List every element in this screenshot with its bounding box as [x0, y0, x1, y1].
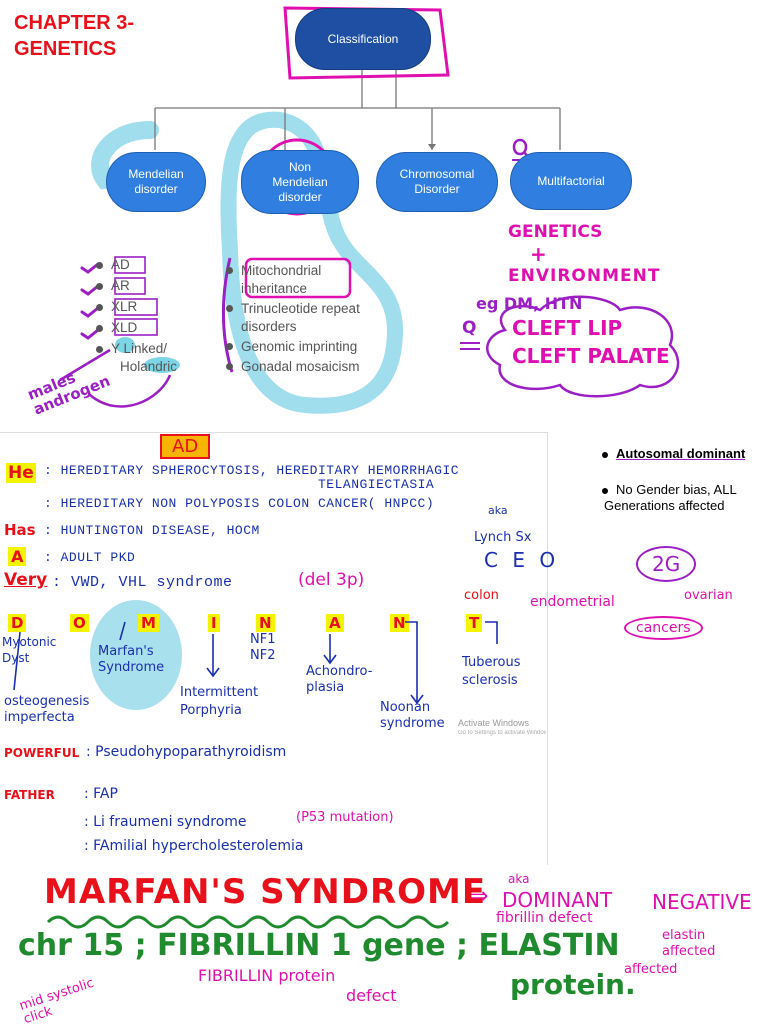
- myotonic: Myotonic Dyst: [2, 635, 57, 665]
- mnemonic-very: Very: [4, 570, 48, 590]
- he-line1b: TELANGIECTASIA: [318, 477, 435, 492]
- bullet-autosomal: Autosomal dominant: [602, 446, 754, 462]
- non-mendelian-item: Genomic imprinting: [226, 338, 396, 356]
- chapter-title: CHAPTER 3- GENETICS: [14, 10, 134, 62]
- note-lynch: Lynch Sx: [474, 530, 532, 545]
- note-q: Q: [462, 318, 477, 338]
- has-line: : HUNTINGTON DISEASE, HOCM: [44, 523, 260, 538]
- dominant-letter-o: O: [70, 614, 89, 632]
- dominant-letter-m: M: [138, 614, 159, 632]
- chapter-title-line1: CHAPTER 3-: [14, 12, 135, 34]
- node-mendelian: Mendelian disorder: [106, 152, 206, 212]
- mendelian-item: AD: [96, 256, 177, 274]
- non-mendelian-item: Gonadal mosaicism: [226, 358, 396, 376]
- father-p53: (P53 mutation): [296, 810, 394, 825]
- mendelian-item: XLD: [96, 319, 177, 337]
- mnemonic-powerful: POWERFUL: [4, 746, 80, 760]
- note-eg: eg DM, HTN: [476, 294, 583, 313]
- dominant-letter-n2: N: [390, 614, 409, 632]
- dominant-arrows: [13, 621, 498, 705]
- note-ceo: C E O: [484, 548, 560, 572]
- note-cancers: cancers: [624, 616, 703, 640]
- watermark: Activate Windows: [458, 718, 530, 728]
- note-genetics: GENETICS: [508, 222, 603, 242]
- dominant-letter-n1: N: [256, 614, 275, 632]
- intermittent-porphyria: Intermittent Porphyria: [180, 685, 259, 718]
- note-environment: ENVIRONMENT: [508, 266, 661, 286]
- bullet-no-gender-bias: No Gender bias, ALL Generations affected: [602, 482, 737, 513]
- bottom-dominant: DOMINANT: [502, 888, 613, 912]
- very-note: (del 3p): [298, 570, 365, 590]
- a-line: : ADULT PKD: [44, 550, 136, 565]
- note-cleft-lip: CLEFT LIP: [512, 316, 623, 340]
- mnemonic-father: FATHER: [4, 788, 55, 802]
- note-colon: colon: [464, 588, 499, 603]
- marfan-highlight: [90, 600, 182, 710]
- neurofibromatosis: NF1 NF2: [250, 632, 276, 663]
- node-chromosomal: Chromosomal Disorder: [376, 152, 498, 212]
- node-multifactorial: Multifactorial: [510, 152, 632, 210]
- mendelian-item-cont: Holandric: [120, 359, 178, 374]
- mnemonic-he: He: [6, 463, 36, 483]
- note-aka: aka: [488, 504, 508, 517]
- bottom-fibrillin-protein: FIBRILLIN protein: [198, 966, 336, 985]
- mnemonic-a: A: [8, 547, 27, 566]
- chr15-line: chr 15 ; FIBRILLIN 1 gene ; ELASTIN: [18, 928, 620, 963]
- powerful-line: : Pseudohypoparathyroidism: [86, 744, 287, 760]
- father-familial: : FAmilial hypercholesterolemia: [84, 838, 304, 854]
- marfan-underline: [46, 915, 450, 929]
- badge-2g: 2G: [636, 546, 697, 582]
- bottom-protein: protein.: [510, 968, 636, 1001]
- non-mendelian-list: Mitochondrial inheritance Trinucleotide …: [226, 262, 396, 376]
- mendelian-list: AD AR XLR XLD Y Linked/ Holandric: [96, 256, 177, 376]
- bottom-aka: aka: [508, 872, 530, 886]
- watermark-sub: Go to Settings to activate Windows.: [458, 730, 546, 736]
- mendelian-item: Y Linked/: [96, 340, 177, 358]
- marfan-syndrome: Marfan's Syndrome: [98, 644, 165, 675]
- dominant-letter-a: A: [326, 614, 344, 632]
- non-mendelian-item: Trinucleotide repeat disorders: [226, 300, 396, 336]
- non-mendelian-item: Mitochondrial inheritance: [226, 262, 396, 298]
- mendelian-item: AR: [96, 277, 177, 295]
- he-line2: : HEREDITARY NON POLYPOSIS COLON CANCER(…: [44, 496, 435, 511]
- bottom-elastin-affected: elastin affected: [662, 928, 716, 959]
- note-cleft-palate: CLEFT PALATE: [512, 344, 670, 368]
- ad-heading: AD: [160, 434, 211, 459]
- very-line: : VWD, VHL syndrome: [52, 574, 233, 591]
- osteogenesis: osteogenesis imperfecta: [4, 694, 90, 725]
- achondroplasia: Achondro-plasia: [306, 664, 373, 695]
- dominant-letter-d: D: [8, 614, 27, 632]
- father-fap: : FAP: [84, 786, 118, 802]
- he-line1: : HEREDITARY SPHEROCYTOSIS, HEREDITARY H…: [44, 463, 460, 478]
- mendelian-item: XLR: [96, 298, 177, 316]
- bottom-affected: affected: [624, 962, 678, 977]
- noonan-syndrome: Noonan syndrome: [380, 700, 445, 731]
- father-li-fraumeni: : Li fraumeni syndrome: [84, 814, 247, 830]
- bottom-fibrillin-defect: fibrillin defect: [496, 910, 593, 926]
- node-classification: Classification: [295, 8, 431, 70]
- arrow-aka: ⇒: [470, 884, 489, 909]
- dominant-letter-t: T: [466, 614, 483, 632]
- node-non-mendelian: Non Mendelian disorder: [241, 150, 359, 214]
- note-endometrial: endometrial: [530, 594, 615, 610]
- note-ovarian: ovarian: [684, 588, 733, 603]
- tuberous-sclerosis: Tuberous sclerosis: [462, 655, 521, 688]
- bottom-negative: NEGATIVE: [652, 890, 752, 914]
- chapter-title-line2: GENETICS: [14, 38, 117, 60]
- marfan-title: MARFAN'S SYNDROME: [44, 872, 487, 912]
- dominant-letter-i: I: [208, 614, 220, 632]
- mnemonic-has: Has: [4, 521, 36, 539]
- note-plus: +: [530, 242, 547, 266]
- bottom-mid-systolic: mid systolic click: [17, 975, 96, 1027]
- bottom-defect: defect: [346, 986, 397, 1005]
